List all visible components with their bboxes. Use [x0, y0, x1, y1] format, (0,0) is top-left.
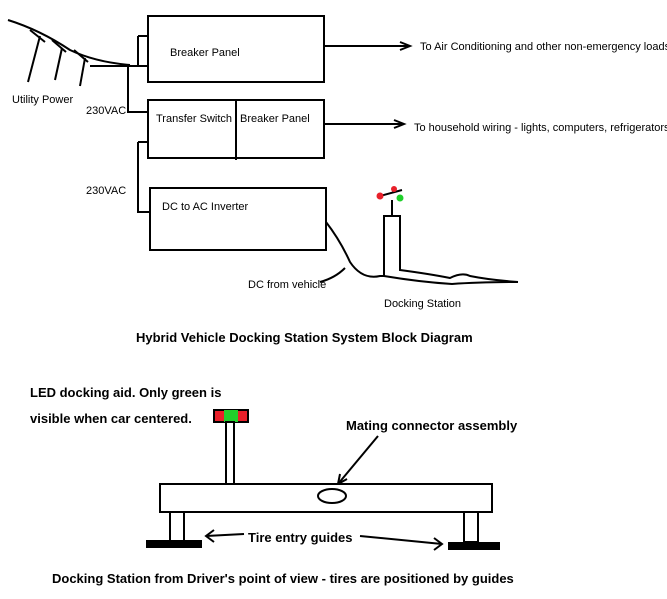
- utility-power-label: Utility Power: [12, 94, 73, 106]
- led-post: [225, 421, 235, 485]
- breaker-panel-box-1: [147, 15, 325, 83]
- led-docking-aid: [213, 409, 249, 485]
- left-tire-guide: [146, 540, 202, 548]
- right-tire-guide: [448, 542, 500, 550]
- led-green-segment: [224, 410, 238, 422]
- right-leg: [463, 511, 479, 543]
- inverter-label: DC to AC Inverter: [162, 201, 249, 213]
- voltage-label-1: 230VAC: [86, 105, 126, 117]
- dc-cable: [325, 221, 384, 278]
- led-note-line2: visible when car centered.: [30, 411, 192, 426]
- voltage-label-2: 230VAC: [86, 185, 126, 197]
- guide-arrow-right: [359, 535, 443, 545]
- left-leg: [169, 511, 185, 543]
- load-1-label: To Air Conditioning and other non-emerge…: [420, 41, 667, 53]
- guides-label: Tire entry guides: [248, 530, 353, 545]
- load-2-label: To household wiring - lights, computers,…: [414, 122, 667, 134]
- transfer-switch-label: Transfer Switch: [156, 113, 232, 125]
- led-note-line1: LED docking aid. Only green is: [30, 385, 221, 400]
- inverter-box: [149, 187, 327, 251]
- led-red-small-icon: [376, 192, 384, 200]
- top-diagram-title: Hybrid Vehicle Docking Station System Bl…: [136, 330, 473, 345]
- docking-station-sketch: [376, 186, 519, 286]
- guide-arrow-left: [205, 533, 245, 537]
- mating-connector-icon: [317, 488, 347, 504]
- connector-label: Mating connector assembly: [346, 418, 518, 433]
- inverter-feed-line: [137, 142, 150, 213]
- bottom-caption: Docking Station from Driver's point of v…: [52, 571, 514, 586]
- led-green-small-icon: [396, 194, 404, 202]
- breaker-panel-label-2: Breaker Panel: [240, 113, 310, 125]
- dc-pointer-line: [319, 267, 346, 283]
- load-1-arrow: [399, 41, 413, 51]
- docking-station-label: Docking Station: [384, 298, 461, 310]
- led-red-small-icon-2: [391, 186, 397, 192]
- breaker-panel-label-1: Breaker Panel: [170, 47, 240, 59]
- dc-label: DC from vehicle: [248, 279, 326, 291]
- utility-power-icon: [7, 19, 131, 87]
- load-2-arrow: [393, 119, 407, 129]
- connector-pointer-line: [337, 435, 379, 485]
